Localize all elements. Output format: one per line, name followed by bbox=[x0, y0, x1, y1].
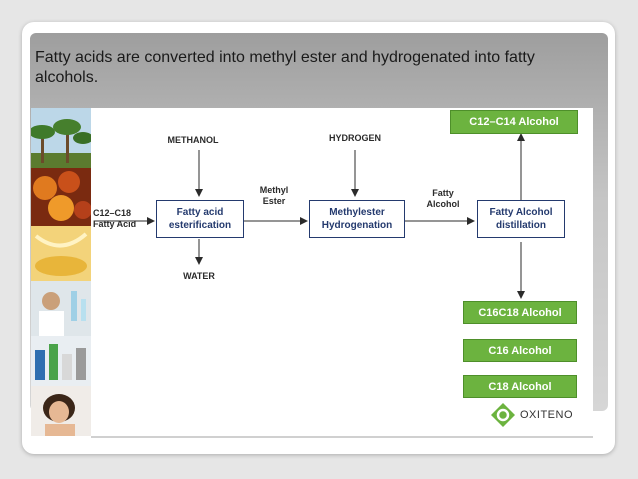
oxiteno-logo-text: OXITENO bbox=[520, 409, 574, 421]
palm-fruit-photo bbox=[31, 168, 91, 226]
hydrogenation-box: Methylester Hydrogenation bbox=[309, 200, 405, 238]
woman-hair-photo bbox=[31, 386, 91, 436]
product-c16c18: C16C18 Alcohol bbox=[463, 301, 577, 324]
hydrogen-label: HYDROGEN bbox=[328, 133, 381, 143]
feed-label: C12–C18 Fatty Acid bbox=[93, 208, 137, 229]
methyl-ester-label: Methyl Ester bbox=[259, 185, 289, 206]
oil-photo bbox=[31, 226, 91, 281]
methanol-label: METHANOL bbox=[167, 135, 219, 145]
product-c18: C18 Alcohol bbox=[463, 375, 577, 398]
lab-bottles-photo bbox=[31, 336, 91, 386]
process-diagram: METHANOL HYDROGEN C12–C18 Fatty Acid WAT… bbox=[91, 108, 593, 438]
water-label: WATER bbox=[183, 271, 215, 281]
distillation-box: Fatty Alcohol distillation bbox=[477, 200, 565, 238]
product-c16: C16 Alcohol bbox=[463, 339, 577, 362]
flow-arrows bbox=[97, 133, 525, 299]
fatty-alcohol-label: Fatty Alcohol bbox=[426, 188, 460, 209]
lab-scientist-photo bbox=[31, 281, 91, 336]
photo-strip bbox=[31, 108, 91, 436]
slide-title: Fatty acids are converted into methyl es… bbox=[35, 49, 535, 86]
oxiteno-logo-mark bbox=[491, 403, 515, 427]
palm-trees-photo bbox=[31, 108, 91, 168]
product-c12-c14: C12–C14 Alcohol bbox=[450, 110, 578, 134]
esterification-box: Fatty acid esterification bbox=[156, 200, 244, 238]
oxiteno-logo: OXITENO bbox=[490, 402, 573, 428]
